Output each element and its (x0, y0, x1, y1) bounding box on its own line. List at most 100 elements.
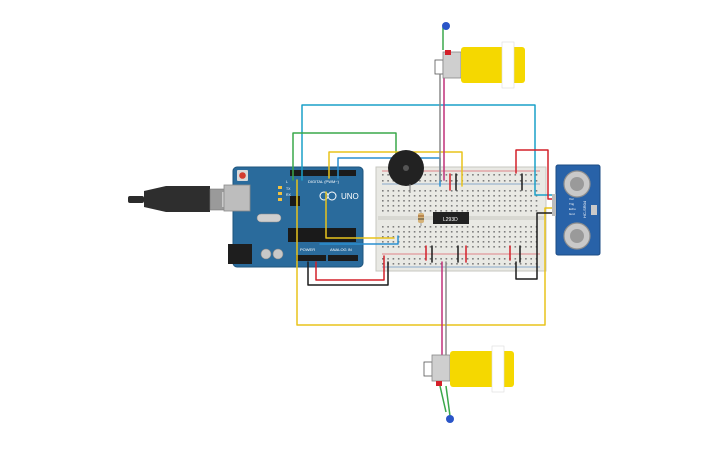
breadboard-hole (429, 195, 432, 197)
breadboard-hole (509, 236, 511, 238)
breadboard-hole (493, 258, 495, 260)
breadboard-hole (477, 210, 479, 212)
breadboard-hole (493, 190, 495, 192)
breadboard-hole (445, 180, 448, 182)
breadboard-hole (503, 180, 506, 182)
breadboard-hole (461, 258, 464, 260)
breadboard-hole (450, 195, 453, 197)
breadboard-hole (387, 236, 389, 238)
breadboard-hole (413, 258, 416, 260)
breadboard-hole (461, 263, 464, 265)
breadboard-hole (440, 226, 442, 228)
wire-yellow-top[interactable] (328, 151, 463, 187)
breadboard-hole (440, 246, 442, 248)
breadboard-hole (387, 190, 389, 192)
breadboard-hole (514, 174, 517, 176)
breadboard-hole (482, 236, 485, 238)
breadboard-hole (466, 258, 469, 260)
breadboard-hole (445, 258, 448, 260)
breadboard-hole (509, 195, 511, 197)
usb-cable[interactable] (128, 186, 236, 212)
piezo-buzzer[interactable] (388, 150, 424, 193)
breadboard-hole (419, 263, 421, 265)
breadboard-hole (392, 263, 395, 265)
wire-yellow-loop[interactable] (296, 179, 557, 326)
breadboard-hole (519, 190, 522, 192)
breadboard-hole (514, 200, 517, 202)
breadboard-hole (477, 180, 479, 182)
breadboard-hole (456, 258, 458, 260)
breadboard-hole (435, 241, 437, 243)
breadboard-hole (509, 180, 511, 182)
breadboard-hole (482, 226, 485, 228)
wire-red-right[interactable] (515, 149, 557, 200)
breadboard-hole (413, 200, 416, 202)
breadboard-hole (461, 236, 464, 238)
breadboard-hole (509, 241, 511, 243)
breadboard-hole (477, 195, 479, 197)
breadboard-hole (488, 210, 490, 212)
wire-black-bottom[interactable] (307, 261, 389, 286)
breadboard-hole (519, 195, 522, 197)
breadboard-hole (397, 195, 400, 197)
breadboard-hole (493, 200, 495, 202)
breadboard-hole (413, 190, 416, 192)
chip-label: L293D (443, 217, 458, 223)
breadboard-hole (403, 258, 405, 260)
breadboard-hole (424, 200, 426, 202)
breadboard-hole (445, 226, 448, 228)
dc-motor-top[interactable] (434, 22, 531, 89)
ultrasonic-sensor[interactable]: Vcc Trig Echo Gnd HC-SR04 (552, 164, 601, 256)
breadboard-hole (525, 263, 527, 265)
breadboard-hole (445, 231, 448, 233)
breadboard-hole (472, 200, 474, 202)
breadboard-hole (488, 190, 490, 192)
breadboard-hole (493, 263, 495, 265)
wire-blue-mid[interactable] (319, 235, 399, 245)
breadboard-hole (535, 205, 538, 207)
sensor-pin-trig: Trig (569, 202, 574, 206)
power-header[interactable] (296, 255, 326, 261)
breadboard-hole (456, 180, 458, 182)
breadboard-hole (397, 226, 400, 228)
breadboard-hole (435, 180, 437, 182)
breadboard-hole (514, 180, 517, 182)
breadboard-hole (413, 241, 416, 243)
breadboard-hole (472, 236, 474, 238)
breadboard-hole (482, 200, 485, 202)
arduino-uno-board[interactable]: UNO DIGITAL (PWM~) POWER ANALOG IN L TX … (223, 166, 364, 268)
breadboard-hole (424, 231, 426, 233)
breadboard-hole (530, 200, 532, 202)
breadboard-hole (382, 195, 384, 197)
breadboard-hole (424, 210, 426, 212)
breadboard-hole (424, 174, 426, 176)
breadboard-hole (477, 226, 479, 228)
breadboard-hole (477, 241, 479, 243)
pin-label-l: L (286, 180, 288, 184)
breadboard-hole (382, 258, 384, 260)
breadboard-hole (450, 210, 453, 212)
breadboard-hole (530, 174, 532, 176)
breadboard-hole (413, 236, 416, 238)
dc-motor-bottom[interactable] (423, 345, 520, 423)
breadboard-hole (493, 231, 495, 233)
breadboard-hole (424, 236, 426, 238)
wire-yellow-mid[interactable] (325, 191, 395, 239)
breadboard-hole (456, 226, 458, 228)
wire-black-right[interactable] (515, 212, 557, 280)
breadboard-hole (445, 195, 448, 197)
resistor[interactable] (418, 210, 424, 226)
breadboard-hole (435, 263, 437, 265)
analog-header[interactable] (328, 255, 358, 261)
breadboard-hole (488, 226, 490, 228)
breadboard-hole (519, 231, 522, 233)
breadboard-hole (488, 246, 490, 248)
wire-red-bottom[interactable] (315, 255, 385, 281)
breadboard-hole (477, 258, 479, 260)
breadboard-hole (493, 210, 495, 212)
breadboard-hole (440, 231, 442, 233)
digital-header[interactable] (290, 170, 356, 176)
wire-cyan[interactable] (301, 104, 557, 196)
breadboard-hole (435, 258, 437, 260)
l293d-chip[interactable]: L293D (433, 212, 469, 224)
